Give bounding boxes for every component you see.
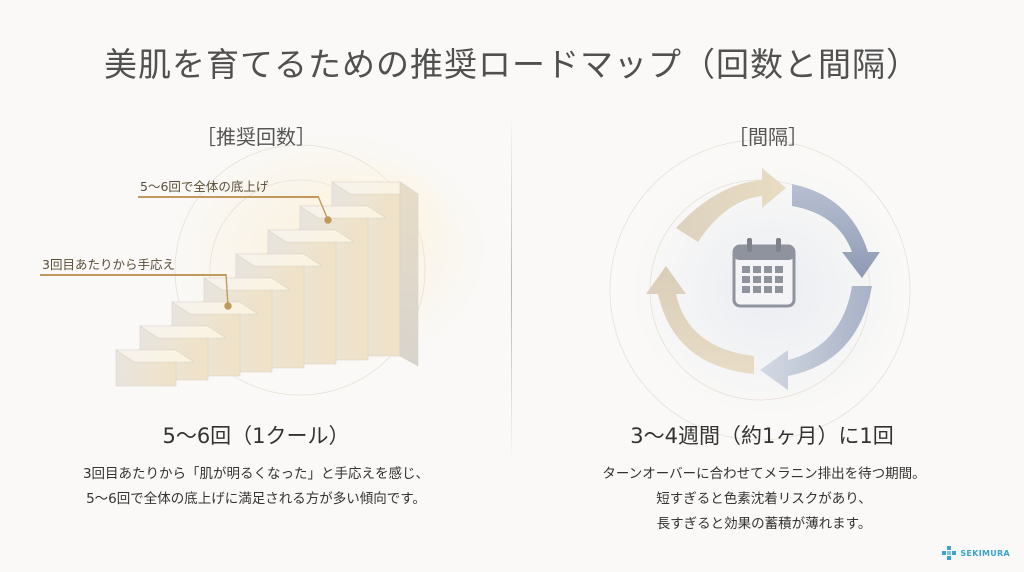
- annotation-response: 3回目あたりから手応え: [42, 257, 175, 272]
- annotation-full-lift: 5〜6回で全体の底上げ: [140, 179, 269, 194]
- center-divider: [511, 112, 512, 464]
- section-heading-count: ［推奨回数］: [196, 125, 316, 149]
- annotation-line-top: [138, 196, 318, 198]
- page-title: 美肌を育てるための推奨ロードマップ（回数と間隔）: [104, 45, 920, 84]
- calendar-icon: [732, 238, 796, 308]
- count-description-line: 3回目あたりから「肌が明るくなった」と手応えを感じ、: [82, 466, 430, 482]
- section-heading-interval: ［間隔］: [728, 125, 808, 149]
- stairs-illustration: [115, 160, 455, 387]
- count-description-line: 5〜6回で全体の底上げに満足される方が多い傾向です。: [86, 491, 426, 507]
- brand-name: SEKIMURA: [960, 548, 1010, 558]
- count-description: 3回目あたりから「肌が明るくなった」と手応えを感じ、 5〜6回で全体の底上げに満…: [36, 462, 476, 512]
- interval-description-line: 長すぎると効果の蓄積が薄れます。: [656, 516, 872, 532]
- interval-description: ターンオーバーに合わせてメラニン排出を待つ期間。 短すぎると色素沈着リスクがあり…: [544, 462, 984, 537]
- interval-description-line: 短すぎると色素沈着リスクがあり、: [656, 491, 872, 507]
- interval-subtitle: 3〜4週間（約1ヶ月）に1回: [630, 424, 894, 448]
- brand-logo: SEKIMURA: [942, 546, 1010, 560]
- count-subtitle: 5〜6回（1クール）: [162, 424, 350, 448]
- interval-description-line: ターンオーバーに合わせてメラニン排出を待つ期間。: [602, 466, 926, 482]
- brand-logo-icon: [942, 546, 957, 560]
- cycle-arrows-icon: [646, 168, 880, 390]
- annotation-line-mid: [40, 274, 226, 276]
